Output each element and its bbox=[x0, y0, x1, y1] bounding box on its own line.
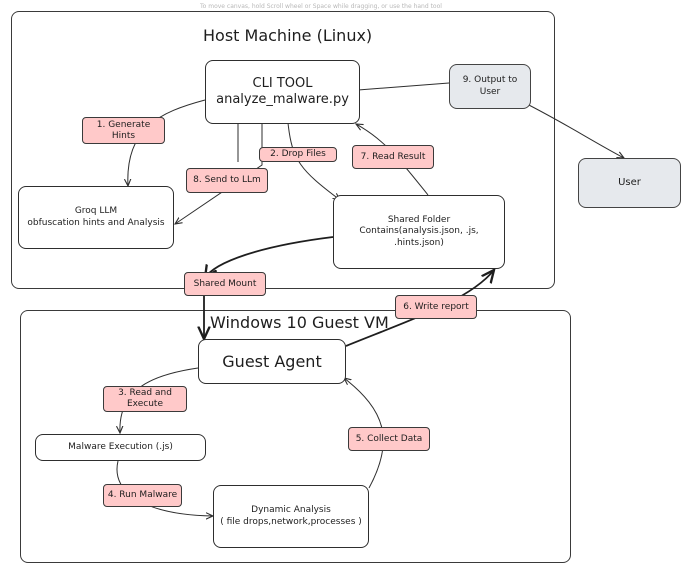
tag-drop-files-label: 2. Drop Files bbox=[270, 149, 326, 160]
host-machine-title: Host Machine (Linux) bbox=[203, 26, 373, 45]
tag-read-execute-line1: 3. Read and bbox=[118, 388, 172, 399]
tag-send-to-llm[interactable]: 8. Send to LLm bbox=[186, 168, 268, 193]
guest-vm-title: Windows 10 Guest VM bbox=[210, 313, 389, 332]
tag-run-malware[interactable]: 4. Run Malware bbox=[103, 484, 182, 507]
output-line1: 9. Output to bbox=[462, 75, 518, 86]
edge-cli-to-output bbox=[357, 82, 450, 91]
tag-read-execute-line2: Execute bbox=[127, 399, 163, 409]
cli-tool-node[interactable]: CLI TOOL analyze_malware.py bbox=[205, 60, 360, 124]
cli-tool-title: CLI TOOL bbox=[252, 75, 313, 91]
dynamic-analysis-node[interactable]: Dynamic Analysis ( file drops,network,pr… bbox=[213, 485, 369, 548]
user-node[interactable]: User bbox=[578, 158, 681, 208]
user-label: User bbox=[618, 176, 641, 188]
shared-folder-line2: Contains(analysis.json, .js, .hints.json… bbox=[359, 226, 479, 248]
tag-generate-hints-line1: 1. Generate bbox=[96, 119, 151, 130]
tag-generate-hints-line2: Hints bbox=[111, 130, 136, 141]
malware-execution-node[interactable]: Malware Execution (.js) bbox=[35, 434, 206, 461]
tag-collect-data[interactable]: 5. Collect Data bbox=[348, 427, 430, 451]
tag-run-malware-label: 4. Run Malware bbox=[107, 490, 178, 501]
groq-line2: obfuscation hints and Analysis bbox=[27, 217, 165, 228]
tag-write-report[interactable]: 6. Write report bbox=[395, 295, 477, 319]
tag-write-report-label: 6. Write report bbox=[403, 301, 469, 312]
guest-agent-label: Guest Agent bbox=[222, 351, 322, 371]
edge-output-to-user bbox=[514, 97, 624, 158]
guest-vm-frame bbox=[20, 310, 571, 563]
tag-send-to-llm-label: 8. Send to LLm bbox=[193, 175, 261, 186]
host-machine-frame bbox=[11, 11, 555, 289]
tag-shared-mount-label: Shared Mount bbox=[193, 278, 257, 289]
malware-exec-label: Malware Execution (.js) bbox=[68, 441, 173, 452]
tag-shared-mount[interactable]: Shared Mount bbox=[184, 272, 266, 296]
canvas-hint: To move canvas, hold Scroll wheel or Spa… bbox=[200, 3, 442, 10]
tag-generate-hints[interactable]: 1. Generate Hints bbox=[82, 117, 165, 144]
groq-llm-node[interactable]: Groq LLM obfuscation hints and Analysis bbox=[18, 186, 174, 249]
output-to-user-node[interactable]: 9. Output to User bbox=[449, 64, 531, 109]
dynamic-line1: Dynamic Analysis bbox=[251, 505, 331, 516]
tag-collect-data-label: 5. Collect Data bbox=[355, 433, 423, 444]
edge-drop-files bbox=[287, 122, 340, 200]
tag-read-result[interactable]: 7. Read Result bbox=[352, 145, 434, 169]
guest-agent-node[interactable]: Guest Agent bbox=[198, 339, 346, 384]
edge-send-to-llm bbox=[175, 123, 263, 224]
tag-drop-files[interactable]: 2. Drop Files bbox=[259, 147, 337, 162]
tag-read-execute[interactable]: 3. Read and Execute bbox=[103, 386, 187, 412]
tag-read-result-label: 7. Read Result bbox=[360, 151, 426, 162]
output-line2: User bbox=[479, 86, 501, 97]
dynamic-line2: ( file drops,network,processes ) bbox=[220, 516, 362, 527]
shared-folder-line1: Shared Folder bbox=[387, 215, 451, 226]
groq-line1: Groq LLM bbox=[74, 206, 118, 217]
shared-folder-node[interactable]: Shared Folder Contains(analysis.json, .j… bbox=[333, 195, 505, 269]
cli-tool-script: analyze_malware.py bbox=[216, 92, 349, 107]
